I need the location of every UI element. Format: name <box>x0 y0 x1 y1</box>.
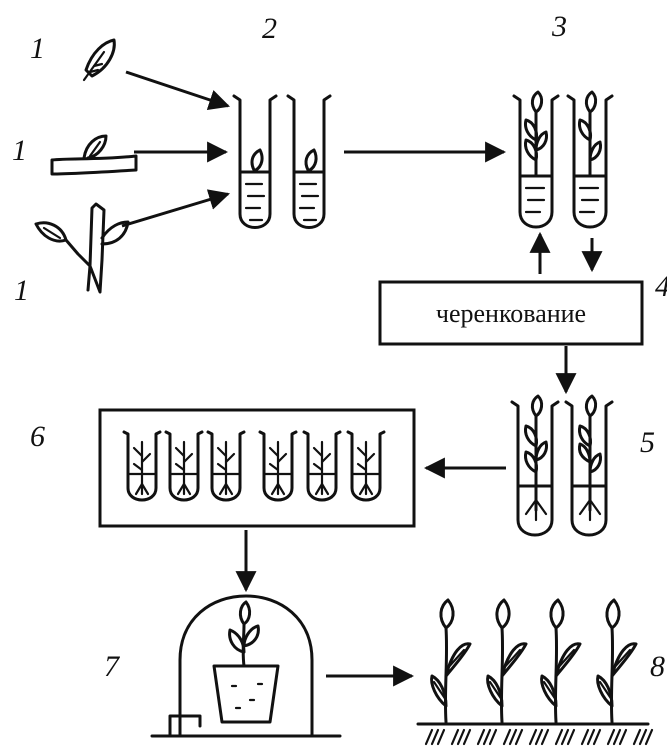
mini-test-tube <box>124 432 160 500</box>
culture-tubes-shoots <box>514 92 612 227</box>
test-tube <box>234 96 276 228</box>
process-box-label: черенкование <box>436 299 586 328</box>
mini-test-tube <box>208 432 244 500</box>
test-tube <box>514 92 558 227</box>
label-source-1c: 1 <box>14 274 29 307</box>
label-step-2: 2 <box>262 12 277 45</box>
explant-shoot-node <box>36 204 128 292</box>
process-box-cuttings: черенкование <box>380 282 642 344</box>
label-source-1b: 1 <box>12 134 27 167</box>
bell-jar-acclimation <box>152 596 340 736</box>
field-plant <box>488 600 526 722</box>
arrow-node-to-culture <box>122 194 228 226</box>
label-step-8: 8 <box>650 650 665 683</box>
label-source-1a: 1 <box>30 32 45 65</box>
mini-test-tube <box>348 432 384 500</box>
mini-test-tube <box>260 432 296 500</box>
label-step-7: 7 <box>104 650 121 683</box>
culture-tubes-rooting <box>512 396 612 535</box>
explant-leaf <box>84 40 114 80</box>
arrow-leaf-to-culture <box>126 72 228 106</box>
mini-test-tube <box>166 432 202 500</box>
field-plants <box>418 600 652 744</box>
test-tube <box>566 396 612 535</box>
explant-stem-segment <box>52 136 136 174</box>
mini-test-tube <box>304 432 340 500</box>
label-step-3: 3 <box>551 10 567 43</box>
culture-tubes-initial <box>234 96 330 228</box>
tube-tray <box>100 410 414 526</box>
label-step-5: 5 <box>640 426 655 459</box>
test-tube <box>568 92 612 227</box>
label-step-6: 6 <box>30 420 45 453</box>
field-plant <box>542 600 580 722</box>
field-plant <box>598 600 636 722</box>
test-tube <box>512 396 558 535</box>
soil-hatching <box>426 730 652 744</box>
test-tube <box>288 96 330 228</box>
field-plant <box>432 600 470 722</box>
label-step-4: 4 <box>655 270 667 303</box>
